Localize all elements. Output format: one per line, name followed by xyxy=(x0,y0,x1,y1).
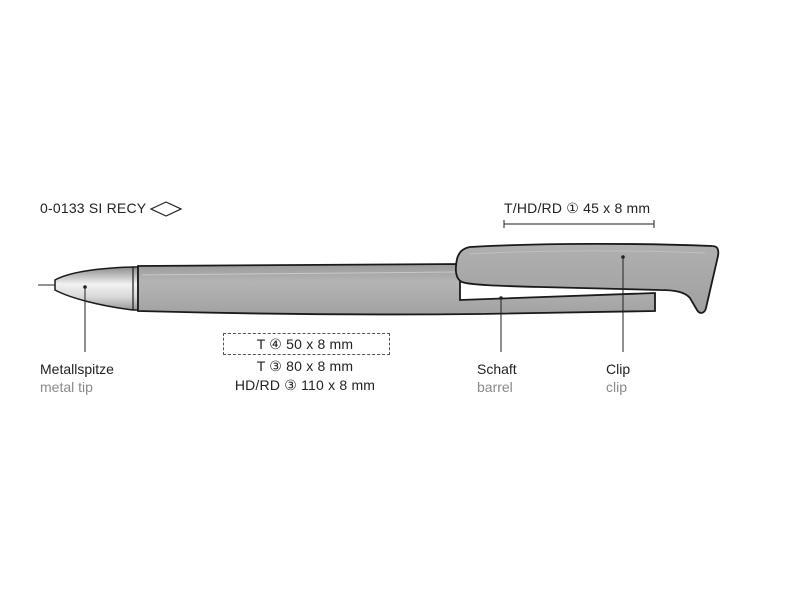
barrel-print-area-3: HD/RD ③ 110 x 8 mm xyxy=(234,377,376,393)
clip-print-area-label: T/HD/RD ① 45 x 8 mm xyxy=(504,200,651,216)
barrel-label: Schaft barrel xyxy=(477,360,517,396)
clip-label-de: Clip xyxy=(606,361,631,377)
barrel-label-de: Schaft xyxy=(477,361,517,377)
clip-dimension-line xyxy=(503,220,655,228)
tip-label: Metallspitze metal tip xyxy=(40,360,114,396)
diamond-outline-icon xyxy=(150,201,182,217)
metal-tip xyxy=(54,266,139,311)
clip-body xyxy=(454,242,720,314)
model-code: 0-0133 SI RECY xyxy=(40,200,147,216)
leader-lines xyxy=(83,255,625,352)
tip-label-de: Metallspitze xyxy=(40,361,114,377)
barrel-print-area-1: T ④ 50 x 8 mm xyxy=(256,336,354,352)
barrel-print-area-box xyxy=(223,333,390,355)
clip-label-en: clip xyxy=(606,379,628,395)
barrel-body xyxy=(137,263,656,316)
clip-label: Clip clip xyxy=(606,360,630,396)
barrel-label-en: barrel xyxy=(477,379,513,395)
tip-label-en: metal tip xyxy=(40,379,93,395)
barrel-print-area-2: T ③ 80 x 8 mm xyxy=(256,358,354,374)
